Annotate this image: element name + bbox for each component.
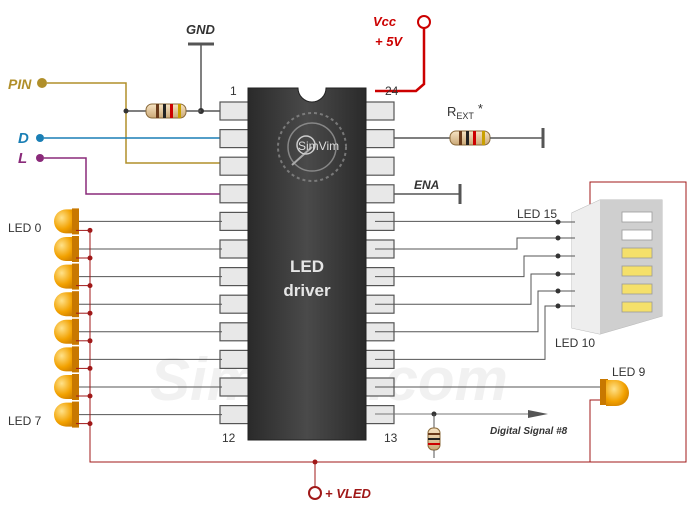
chip-pin-right-22 <box>363 156 395 176</box>
bar-wire-1 <box>375 237 575 250</box>
bar-segments <box>621 211 653 313</box>
rext-label: REXT* <box>447 101 483 121</box>
led-7-rim <box>72 401 79 428</box>
d-wire <box>36 134 222 142</box>
d-label: D <box>18 130 29 147</box>
bar-wire-node-1 <box>555 235 561 241</box>
pin-label: PIN <box>8 76 32 92</box>
bar-wire-node-0 <box>555 219 561 225</box>
chip-pin-left-12 <box>219 405 251 425</box>
l-wire <box>36 154 222 195</box>
led-4-rim <box>72 318 79 345</box>
led-0-body <box>54 209 76 234</box>
simvim-logo: SimVim <box>277 112 347 182</box>
led-1-body <box>54 237 76 261</box>
chip-pin-right-23 <box>363 129 395 149</box>
chip-pin-left-6 <box>219 239 251 259</box>
led-3-body <box>54 292 76 317</box>
led-bar-graph <box>571 181 687 463</box>
bar-wire-node-4 <box>555 288 561 294</box>
bar-graph-wires <box>375 219 575 360</box>
led10-label: LED 10 <box>555 336 595 350</box>
bar-wire-0 <box>375 220 575 223</box>
left-led-group <box>54 208 222 428</box>
bar-segment-0 <box>621 211 653 223</box>
chip-pin-left-11 <box>219 377 251 397</box>
chip-label-line1: LED <box>290 257 324 276</box>
pin-number-24: 24 <box>385 84 399 98</box>
chip-pin-left-9 <box>219 322 251 342</box>
pin-number-12: 12 <box>222 431 236 445</box>
led9-label: LED 9 <box>612 365 646 379</box>
pin-wire <box>37 78 222 164</box>
digital-signal-label: Digital Signal #8 <box>490 426 568 437</box>
chip-pin-left-4 <box>219 184 251 204</box>
led-3-rim <box>72 291 79 318</box>
led0-label: LED 0 <box>8 221 42 235</box>
simvim-logo-text: SimVim <box>298 139 339 153</box>
led15-label: LED 15 <box>517 207 557 221</box>
pin-number-13: 13 <box>384 431 398 445</box>
bar-segment-2 <box>621 247 653 259</box>
led-driver-chip: SimVim LED driver <box>219 87 395 441</box>
bar-wire-2 <box>375 255 575 278</box>
chip-pin-left-3 <box>219 156 251 176</box>
ena-label: ENA <box>414 178 439 192</box>
led-5-rim <box>72 346 79 373</box>
vcc-label: Vcc <box>373 14 397 29</box>
bar-segment-1 <box>621 229 653 241</box>
led-2-body <box>54 264 76 289</box>
chip-pin-left-1 <box>219 101 251 121</box>
bar-segment-4 <box>621 283 653 295</box>
led-6-body <box>54 375 76 399</box>
pin-number-1: 1 <box>230 84 237 98</box>
bar-segment-5 <box>621 301 653 313</box>
led-1-rim <box>72 236 79 262</box>
led7-label: LED 7 <box>8 414 42 428</box>
chip-pin-left-8 <box>219 294 251 314</box>
chip-pin-left-5 <box>219 211 251 231</box>
chip-pin-left-10 <box>219 349 251 369</box>
chip-pin-right-13 <box>363 405 395 425</box>
chip-pin-left-2 <box>219 129 251 149</box>
digital-signal-output <box>375 410 548 458</box>
rext-resistor <box>375 128 545 148</box>
bar-wire-node-2 <box>555 253 561 259</box>
gnd-symbol <box>188 42 222 114</box>
bar-wire-node-3 <box>555 271 561 277</box>
led-2-rim <box>72 263 79 290</box>
l-label: L <box>18 150 27 167</box>
bar-wire-node-5 <box>555 303 561 309</box>
led-0-rim <box>72 208 79 235</box>
led-7-body <box>54 402 76 427</box>
led-9 <box>375 379 629 406</box>
chip-pin-left-7 <box>219 267 251 287</box>
vled-label: + VLED <box>325 486 371 501</box>
vcc-voltage-label: + 5V <box>375 34 403 49</box>
vcc-supply <box>375 15 431 93</box>
bar-wire-3 <box>375 273 575 305</box>
led-6-rim <box>72 374 79 400</box>
chip-pin-right-21 <box>363 184 395 204</box>
chip-label-line2: driver <box>283 281 331 300</box>
led-4-body <box>54 319 76 344</box>
led-5-body <box>54 347 76 372</box>
bar-segment-3 <box>621 265 653 277</box>
gnd-label: GND <box>186 22 216 37</box>
chip-pin-right-24 <box>363 101 395 121</box>
pull-resistor <box>145 103 187 119</box>
